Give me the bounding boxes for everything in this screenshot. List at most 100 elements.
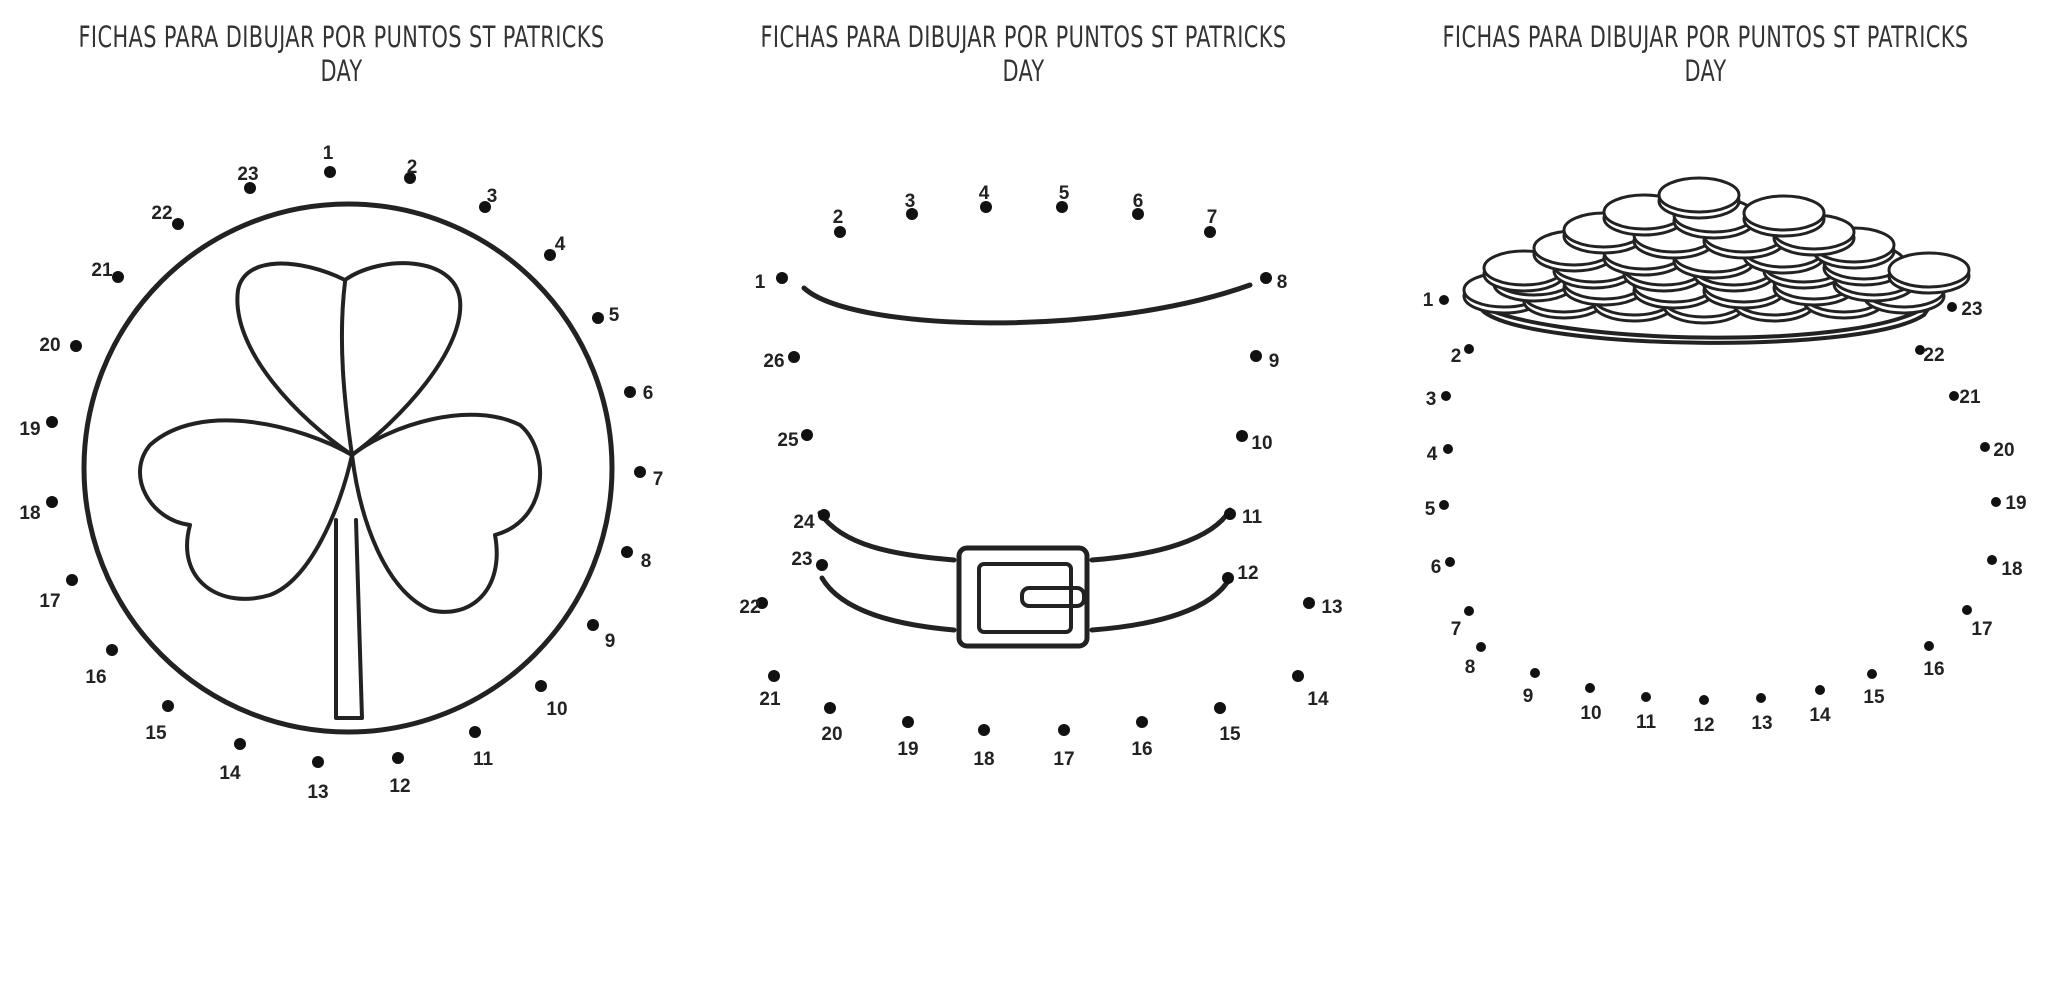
dot-label-19: 19 — [19, 419, 40, 440]
dot-label-2: 2 — [833, 207, 844, 228]
dot-19 — [902, 716, 914, 728]
dot-label-20: 20 — [39, 335, 60, 356]
dot-13 — [312, 756, 324, 768]
dot-24 — [818, 509, 830, 521]
dot-18 — [978, 724, 990, 736]
dot-label-16: 16 — [1131, 739, 1152, 760]
dot-1 — [324, 166, 336, 178]
dot-label-21: 21 — [759, 689, 781, 710]
dot-label-22: 22 — [1923, 345, 1944, 366]
dot-label-10: 10 — [1251, 433, 1272, 454]
dot-1 — [776, 272, 788, 284]
dot-label-2: 2 — [407, 157, 418, 178]
dot-21 — [112, 271, 124, 283]
dot-9 — [1530, 668, 1540, 678]
dot-label-9: 9 — [1523, 686, 1534, 707]
dot-17 — [1962, 605, 1972, 615]
dot-label-10: 10 — [1580, 703, 1601, 724]
coin — [1657, 176, 1741, 214]
worksheet-title: FICHAS PARA DIBUJAR POR PUNTOS ST PATRIC… — [1442, 20, 1969, 88]
dot-23 — [244, 182, 256, 194]
dot-6 — [1445, 557, 1455, 567]
dot-label-4: 4 — [1427, 444, 1438, 465]
dot-12 — [392, 752, 404, 764]
dot-19 — [1991, 497, 2001, 507]
dot-22 — [172, 218, 184, 230]
dot-label-11: 11 — [473, 749, 494, 770]
dot-label-22: 22 — [739, 597, 760, 618]
dot-4 — [1443, 444, 1453, 454]
dot-12 — [1699, 695, 1709, 705]
dot-label-8: 8 — [641, 551, 652, 572]
dot-16 — [1924, 641, 1934, 651]
dot-23 — [816, 559, 828, 571]
dot-label-5: 5 — [609, 305, 620, 326]
worksheet-pot-of-gold: FICHAS PARA DIBUJAR POR PUNTOS ST PATRIC… — [1364, 0, 2047, 987]
worksheet-shamrock: FICHAS PARA DIBUJAR POR PUNTOS ST PATRIC… — [0, 0, 683, 987]
dot-label-3: 3 — [1426, 389, 1437, 410]
dot-6 — [1132, 208, 1144, 220]
dot-label-15: 15 — [145, 723, 167, 744]
dot-22 — [756, 597, 768, 609]
dot-9 — [587, 619, 599, 631]
dot-3 — [1441, 391, 1451, 401]
dot-10 — [1585, 683, 1595, 693]
dot-3 — [479, 201, 491, 213]
dot-13 — [1756, 693, 1766, 703]
dot-label-21: 21 — [1959, 387, 1981, 408]
dot-8 — [1476, 642, 1486, 652]
dot-label-24: 24 — [793, 512, 815, 533]
dot-label-17: 17 — [1053, 749, 1074, 770]
dot-label-18: 18 — [2001, 559, 2022, 580]
dot-label-1: 1 — [1423, 290, 1434, 311]
dot-label-1: 1 — [755, 272, 766, 293]
dot-22 — [1915, 345, 1925, 355]
dot-14 — [234, 738, 246, 750]
dot-label-5: 5 — [1059, 183, 1070, 204]
coin — [1742, 194, 1826, 232]
dot-21 — [1949, 391, 1959, 401]
dot-label-6: 6 — [643, 383, 654, 404]
dot-13 — [1303, 597, 1315, 609]
dot-label-12: 12 — [1693, 715, 1714, 736]
dot-4 — [980, 201, 992, 213]
dot-label-22: 22 — [151, 203, 172, 224]
dot-label-4: 4 — [555, 234, 566, 255]
dot-label-14: 14 — [1307, 689, 1329, 710]
dot-16 — [1136, 716, 1148, 728]
dot-label-7: 7 — [1207, 207, 1218, 228]
dot-23 — [1947, 302, 1957, 312]
dot-label-5: 5 — [1425, 499, 1436, 520]
dot-5 — [1056, 201, 1068, 213]
dot-label-3: 3 — [487, 186, 498, 207]
dot-label-25: 25 — [777, 430, 799, 451]
dot-14 — [1815, 685, 1825, 695]
dot-label-9: 9 — [605, 631, 616, 652]
dot-20 — [824, 702, 836, 714]
dot-label-19: 19 — [897, 739, 918, 760]
dot-11 — [1641, 692, 1651, 702]
dot-8 — [621, 546, 633, 558]
dot-label-20: 20 — [1993, 440, 2014, 461]
dot-7 — [1464, 606, 1474, 616]
dot-14 — [1292, 670, 1304, 682]
dot-label-26: 26 — [763, 351, 784, 372]
dot-20 — [1980, 442, 1990, 452]
dot-20 — [70, 340, 82, 352]
dot-label-9: 9 — [1269, 351, 1280, 372]
dot-label-4: 4 — [979, 183, 990, 204]
dot-label-2: 2 — [1451, 346, 1462, 367]
dot-label-13: 13 — [1751, 713, 1772, 734]
dot-2 — [834, 226, 846, 238]
dot-label-16: 16 — [1923, 659, 1944, 680]
dot-19 — [46, 416, 58, 428]
dot-15 — [1214, 702, 1226, 714]
dot-label-11: 11 — [1242, 507, 1263, 528]
dot-11 — [469, 726, 481, 738]
dot-label-6: 6 — [1133, 191, 1144, 212]
gold-coins-pile — [1462, 176, 1971, 345]
dot-9 — [1250, 350, 1262, 362]
dot-10 — [1236, 430, 1248, 442]
